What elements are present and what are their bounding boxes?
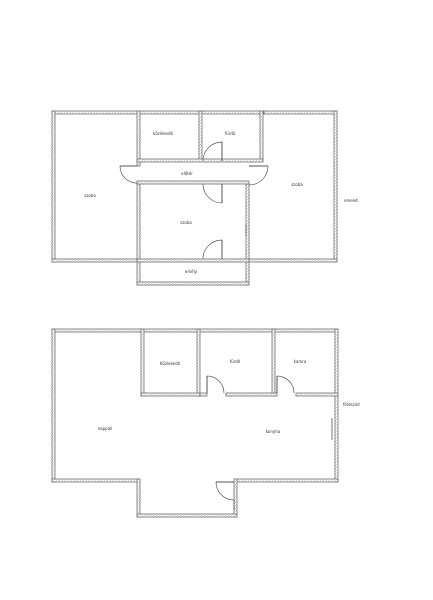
floor-label-emelet: emelet (344, 198, 358, 203)
ground-wall-h1-b (199, 392, 208, 397)
upper-wall-v1 (136, 110, 141, 167)
room-label-furdo: fürdő (225, 131, 236, 136)
upper-wall-v4 (245, 183, 250, 286)
room-label-nappali: nappali (98, 426, 113, 431)
room-label-erkely: erkély (185, 269, 198, 274)
ground-floor-plan (51, 328, 339, 518)
upper-door-szoba-center-top (202, 183, 223, 204)
ground-annex-bottom (136, 513, 238, 518)
ground-wall-h1-c (225, 392, 278, 397)
ground-outer-wall-bottom-right (235, 478, 339, 483)
upper-outer-wall-bottom-right (246, 258, 338, 263)
ground-outer-wall-bottom-left (51, 478, 140, 483)
upper-floor-plan (51, 110, 338, 286)
ground-outer-wall-top (51, 328, 339, 333)
upper-door-left (119, 165, 138, 184)
ground-outer-wall-left (51, 328, 56, 483)
ground-door-furdo (206, 375, 225, 394)
ground-wall-h1-a (140, 392, 201, 397)
ground-outer-wall-right (334, 328, 339, 483)
room-label-eloter: előtér (181, 171, 193, 176)
upper-wall-h3 (136, 258, 250, 263)
upper-wall-h1 (136, 158, 264, 163)
upper-wall-v2 (198, 110, 203, 162)
room-label-kamra: kamra (294, 359, 307, 364)
upper-outer-wall-bottom-left (51, 258, 140, 263)
room-label-kozlekedo-gf: Közlekedő (160, 361, 181, 366)
upper-outer-wall-left (51, 110, 56, 263)
upper-outer-wall-right (333, 110, 338, 263)
room-label-konyha: konyha (266, 429, 281, 434)
ground-wall-v1 (140, 328, 145, 397)
room-label-furdo-gf: fürdő (230, 359, 241, 364)
room-label-szoba-left: szoba (84, 193, 96, 198)
upper-outer-wall-top-left (51, 110, 140, 115)
floor-label-foldszint: földszint (343, 402, 360, 407)
upper-wall-h2 (136, 180, 250, 185)
room-label-szoba-right: szoba (291, 182, 303, 187)
upper-outer-wall-top-right (263, 110, 338, 115)
ground-wall-v3 (271, 328, 276, 397)
ground-wall-h1-d (295, 392, 339, 397)
ground-door-annex (215, 481, 235, 510)
upper-wall-v3 (259, 110, 264, 162)
ground-door-kamra (276, 375, 295, 394)
room-label-szoba-center: szoba (180, 220, 192, 225)
ground-wall-v2 (196, 328, 201, 397)
room-label-kozlekedo: közlekedő (153, 131, 173, 136)
upper-balcony-bottom (136, 281, 250, 286)
room-labels: szoba közlekedő fürdő előtér szoba szoba… (84, 131, 360, 434)
ground-annex-left (136, 478, 141, 518)
upper-door-right (248, 165, 269, 186)
upper-door-szoba-center-bottom (202, 239, 223, 260)
ground-annex-right (233, 478, 238, 518)
upper-door-furdo (202, 141, 223, 162)
upper-wall-v1-lower (136, 183, 141, 286)
